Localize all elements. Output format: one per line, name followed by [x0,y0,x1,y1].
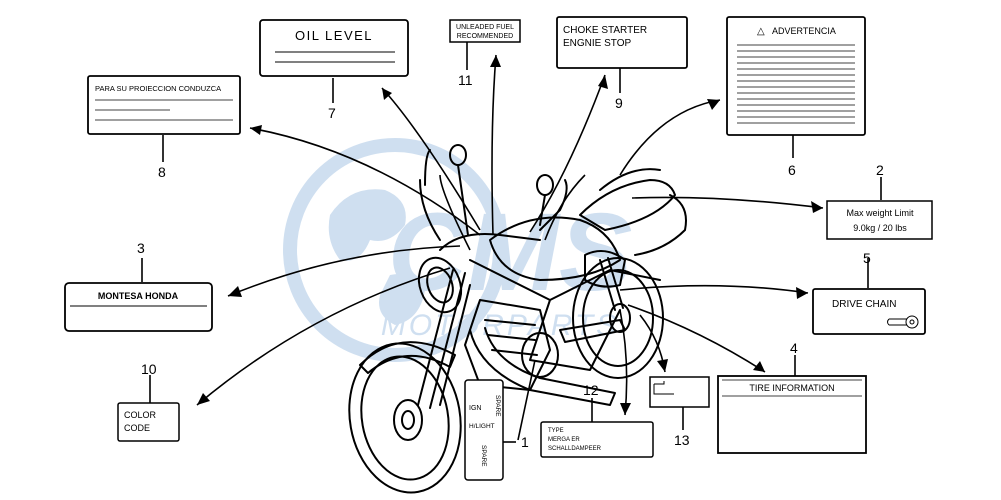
color-code-line-2: CODE [124,423,150,433]
label-fuse-box: IGN H/LIGHT SPARE SPARE [464,379,504,481]
para-su-text: PARA SU PROIECCION CONDUZCA [95,84,221,93]
leader-line-11 [491,54,497,236]
fuel-tank [489,216,621,281]
callout-12: 12 [583,382,599,398]
label-montesa-honda: MONTESA HONDA [64,282,213,332]
front-hub [393,399,423,441]
max-weight-line-2: 9.0kg / 20 lbs [853,223,907,233]
leader-line-8 [249,127,481,236]
watermark-globe-icon [283,138,507,362]
montesa-honda-text: MONTESA HONDA [98,291,179,301]
label-drive-chain: DRIVE CHAIN [812,288,926,335]
spare-text-1: SPARE [494,395,501,417]
label-type-muffler: TYPE MERGA ER SCHALLDAMPEER [540,421,654,458]
callout-9: 9 [615,95,623,111]
label-max-weight: Max weight Limit 9.0kg / 20 lbs [826,200,933,240]
leader-line-5 [619,284,809,294]
callout-2: 2 [876,162,884,178]
label-advertencia: △ ADVERTENCIA [726,16,866,136]
label-choke-starter: CHOKE STARTER ENGNIE STOP [556,16,688,69]
leader-line-1 [517,359,536,441]
chain-sprocket-icon [887,315,919,329]
callout-stubs [141,42,882,443]
seat [579,179,676,231]
type-line-1: TYPE [548,428,564,434]
choke-line-1: CHOKE STARTER [563,25,647,36]
color-code-line-1: COLOR [124,410,157,420]
label-color-code: COLOR CODE [117,402,180,442]
label-tire-information: TIRE INFORMATION [717,375,867,454]
label-unleaded-fuel: UNLEADED FUEL RECOMMENDED [449,19,521,43]
callout-13: 13 [674,432,690,448]
arrowheads [197,55,823,415]
leader-line-9 [529,74,606,233]
callout-7: 7 [328,105,336,121]
leader-line-10 [196,267,451,406]
callout-10: 10 [141,361,157,377]
label-blank-13 [649,376,710,408]
unleaded-line-1: UNLEADED FUEL [456,24,514,31]
leader-line-6 [619,99,721,176]
spare-text-2: SPARE [480,445,487,467]
callout-5: 5 [863,250,871,266]
leader-line-3 [227,245,461,297]
hlight-text: H/LIGHT [469,423,495,430]
leader-lines [196,54,824,441]
watermark-logo: CMS MOTORPARTS [283,138,632,362]
callout-numbers: 1 2 3 4 5 6 7 8 9 10 11 12 13 [137,72,884,450]
drive-chain-text: DRIVE CHAIN [832,299,896,310]
leader-line-12 [619,309,628,416]
callout-11: 11 [458,72,473,88]
choke-line-2: ENGNIE STOP [563,38,631,49]
callout-8: 8 [158,164,166,180]
type-line-3: SCHALLDAMPEER [548,446,602,452]
callout-4: 4 [790,340,798,356]
leader-line-6b [544,174,586,241]
leader-line-7 [381,87,481,231]
leader-line-4 [627,304,766,373]
warning-triangle-icon: △ [757,26,765,37]
max-weight-line-1: Max weight Limit [846,208,914,218]
callout-3: 3 [137,240,145,256]
tire-information-text: TIRE INFORMATION [749,383,834,393]
type-line-2: MERGA ER [548,437,580,443]
leader-line-2 [631,196,824,209]
leader-line-8b [439,174,471,251]
label-para-su-proteccion: PARA SU PROIECCION CONDUZCA [87,75,241,135]
callout-1: 1 [521,434,529,450]
ign-text: IGN [469,405,481,412]
callout-6: 6 [788,162,796,178]
unleaded-line-2: RECOMMENDED [457,33,513,40]
oil-level-text: OIL LEVEL [295,28,373,43]
headlight [417,256,463,314]
motorcycle-illustration [348,144,687,494]
label-oil-level: OIL LEVEL [259,19,409,77]
watermark-globe-land-icon [328,189,425,325]
advertencia-text: ADVERTENCIA [772,26,836,36]
